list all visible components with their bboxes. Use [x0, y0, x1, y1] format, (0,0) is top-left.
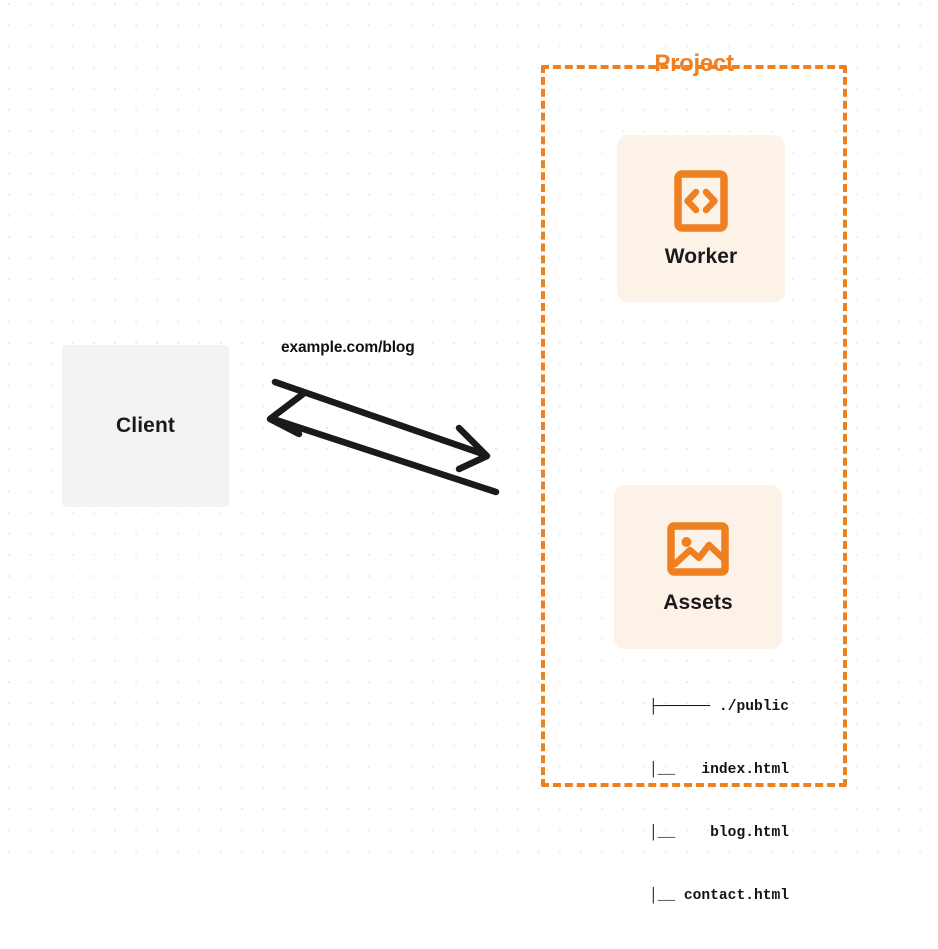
file-tree-row: │__ blog.html	[622, 825, 789, 841]
code-file-icon	[674, 170, 728, 232]
file-tree-row: │__ contact.html	[622, 888, 789, 904]
assets-node[interactable]: Assets	[614, 485, 782, 649]
request-arrow	[271, 378, 491, 473]
response-arrow	[266, 390, 500, 496]
client-node[interactable]: Client	[62, 345, 229, 507]
worker-node[interactable]: Worker	[617, 135, 785, 302]
image-icon	[667, 521, 729, 576]
project-title: Project	[654, 50, 734, 77]
assets-node-label: Assets	[663, 590, 733, 614]
assets-file-tree: ├────── ./public │__ index.html │__ blog…	[591, 655, 789, 949]
project-container: Project Worker Assets ├────── ./public │…	[541, 52, 847, 904]
connection-label: example.com/blog	[281, 339, 415, 356]
file-tree-row: │__ index.html	[622, 762, 789, 778]
client-node-label: Client	[116, 414, 175, 437]
file-tree-row: ├────── ./public	[648, 699, 789, 715]
worker-node-label: Worker	[664, 245, 738, 268]
diagram-canvas: Client example.com/blog Project Worker	[0, 0, 938, 904]
